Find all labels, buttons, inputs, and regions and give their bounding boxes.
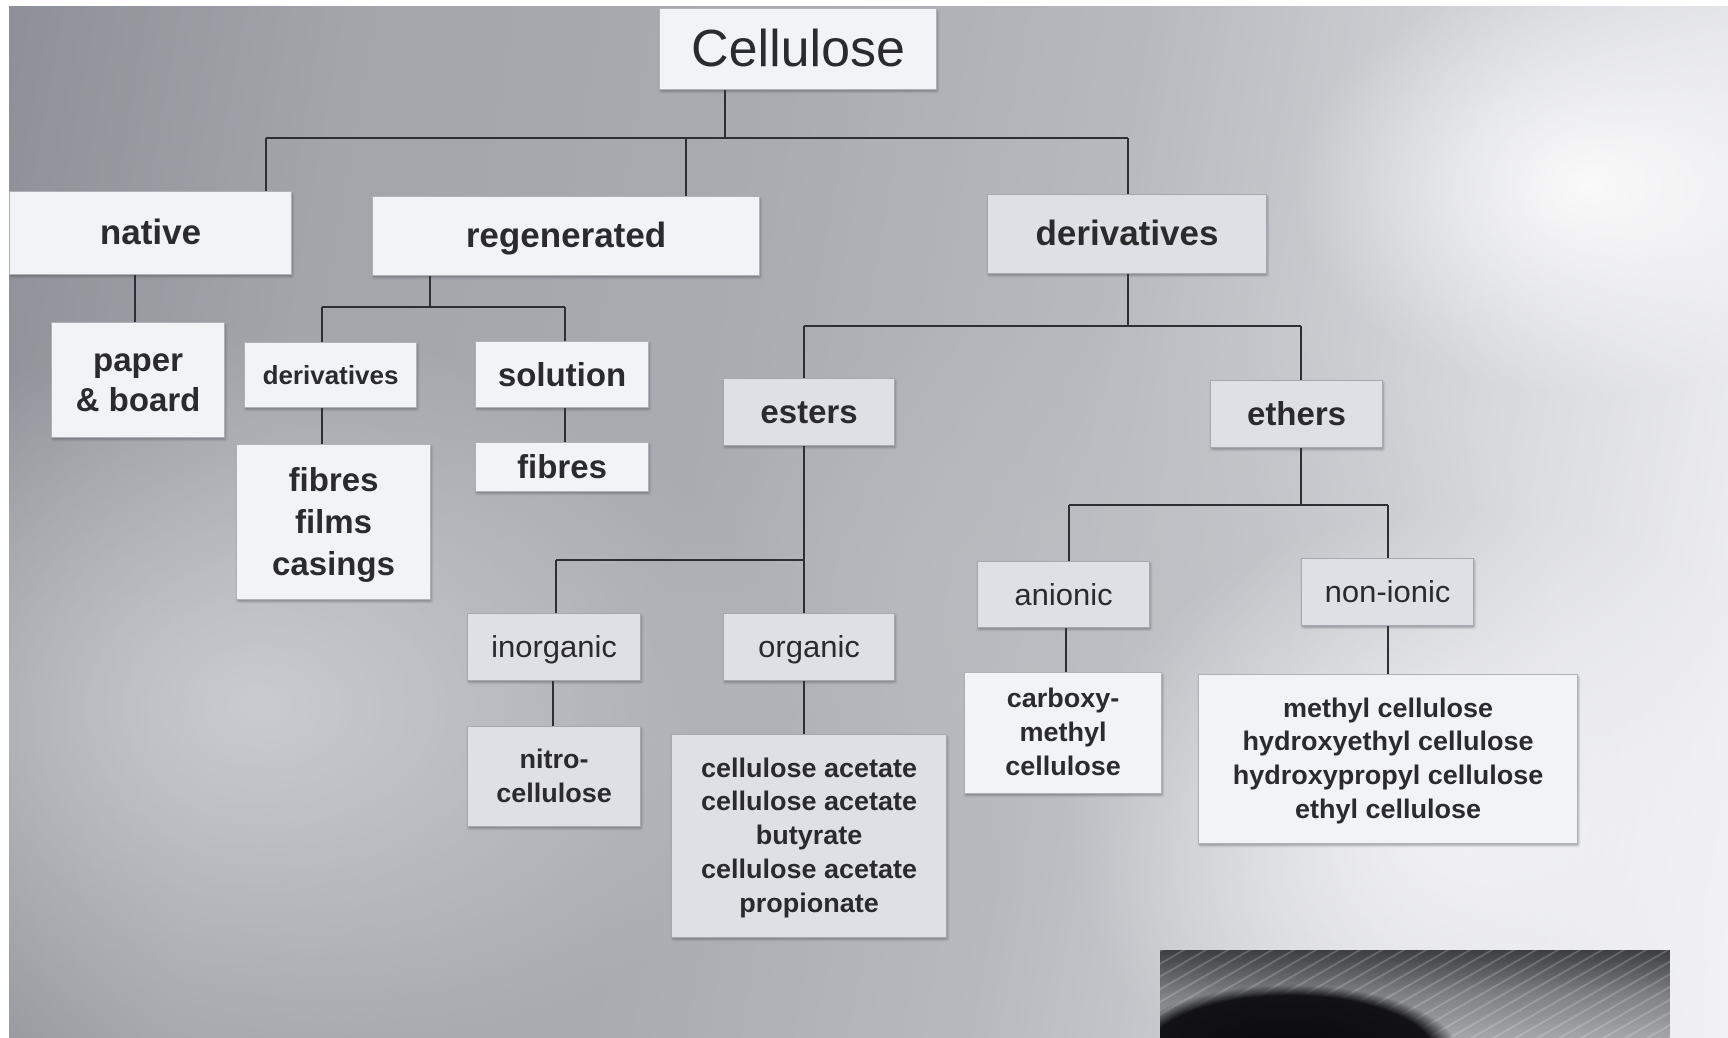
node-anionic: anionic bbox=[977, 561, 1150, 628]
node-native: native bbox=[9, 191, 292, 275]
node-inorganic: inorganic bbox=[467, 613, 641, 681]
node-fibres-films-casings: fibres films casings bbox=[236, 444, 431, 600]
node-ether-products-list: methyl cellulose hydroxyethyl cellulose … bbox=[1198, 674, 1578, 844]
diagram-canvas: Cellulose native regenerated derivatives… bbox=[9, 6, 1728, 1038]
node-paper-board: paper & board bbox=[51, 322, 225, 438]
node-regenerated: regenerated bbox=[372, 196, 760, 276]
node-organic-esters-list: cellulose acetate cellulose acetate buty… bbox=[671, 734, 947, 938]
node-solution-fibres: fibres bbox=[475, 442, 649, 492]
inset-photo bbox=[1160, 950, 1670, 1038]
node-solution: solution bbox=[475, 341, 649, 408]
node-cellulose: Cellulose bbox=[659, 8, 937, 90]
node-organic: organic bbox=[723, 613, 895, 681]
node-derivatives: derivatives bbox=[987, 194, 1267, 274]
node-nonionic: non-ionic bbox=[1301, 558, 1474, 626]
node-carboxymethyl-cellulose: carboxy- methyl cellulose bbox=[964, 672, 1162, 794]
node-ethers: ethers bbox=[1210, 380, 1383, 448]
node-regenerated-derivatives: derivatives bbox=[244, 342, 417, 408]
node-nitrocellulose: nitro- cellulose bbox=[467, 726, 641, 827]
node-esters: esters bbox=[723, 378, 895, 446]
